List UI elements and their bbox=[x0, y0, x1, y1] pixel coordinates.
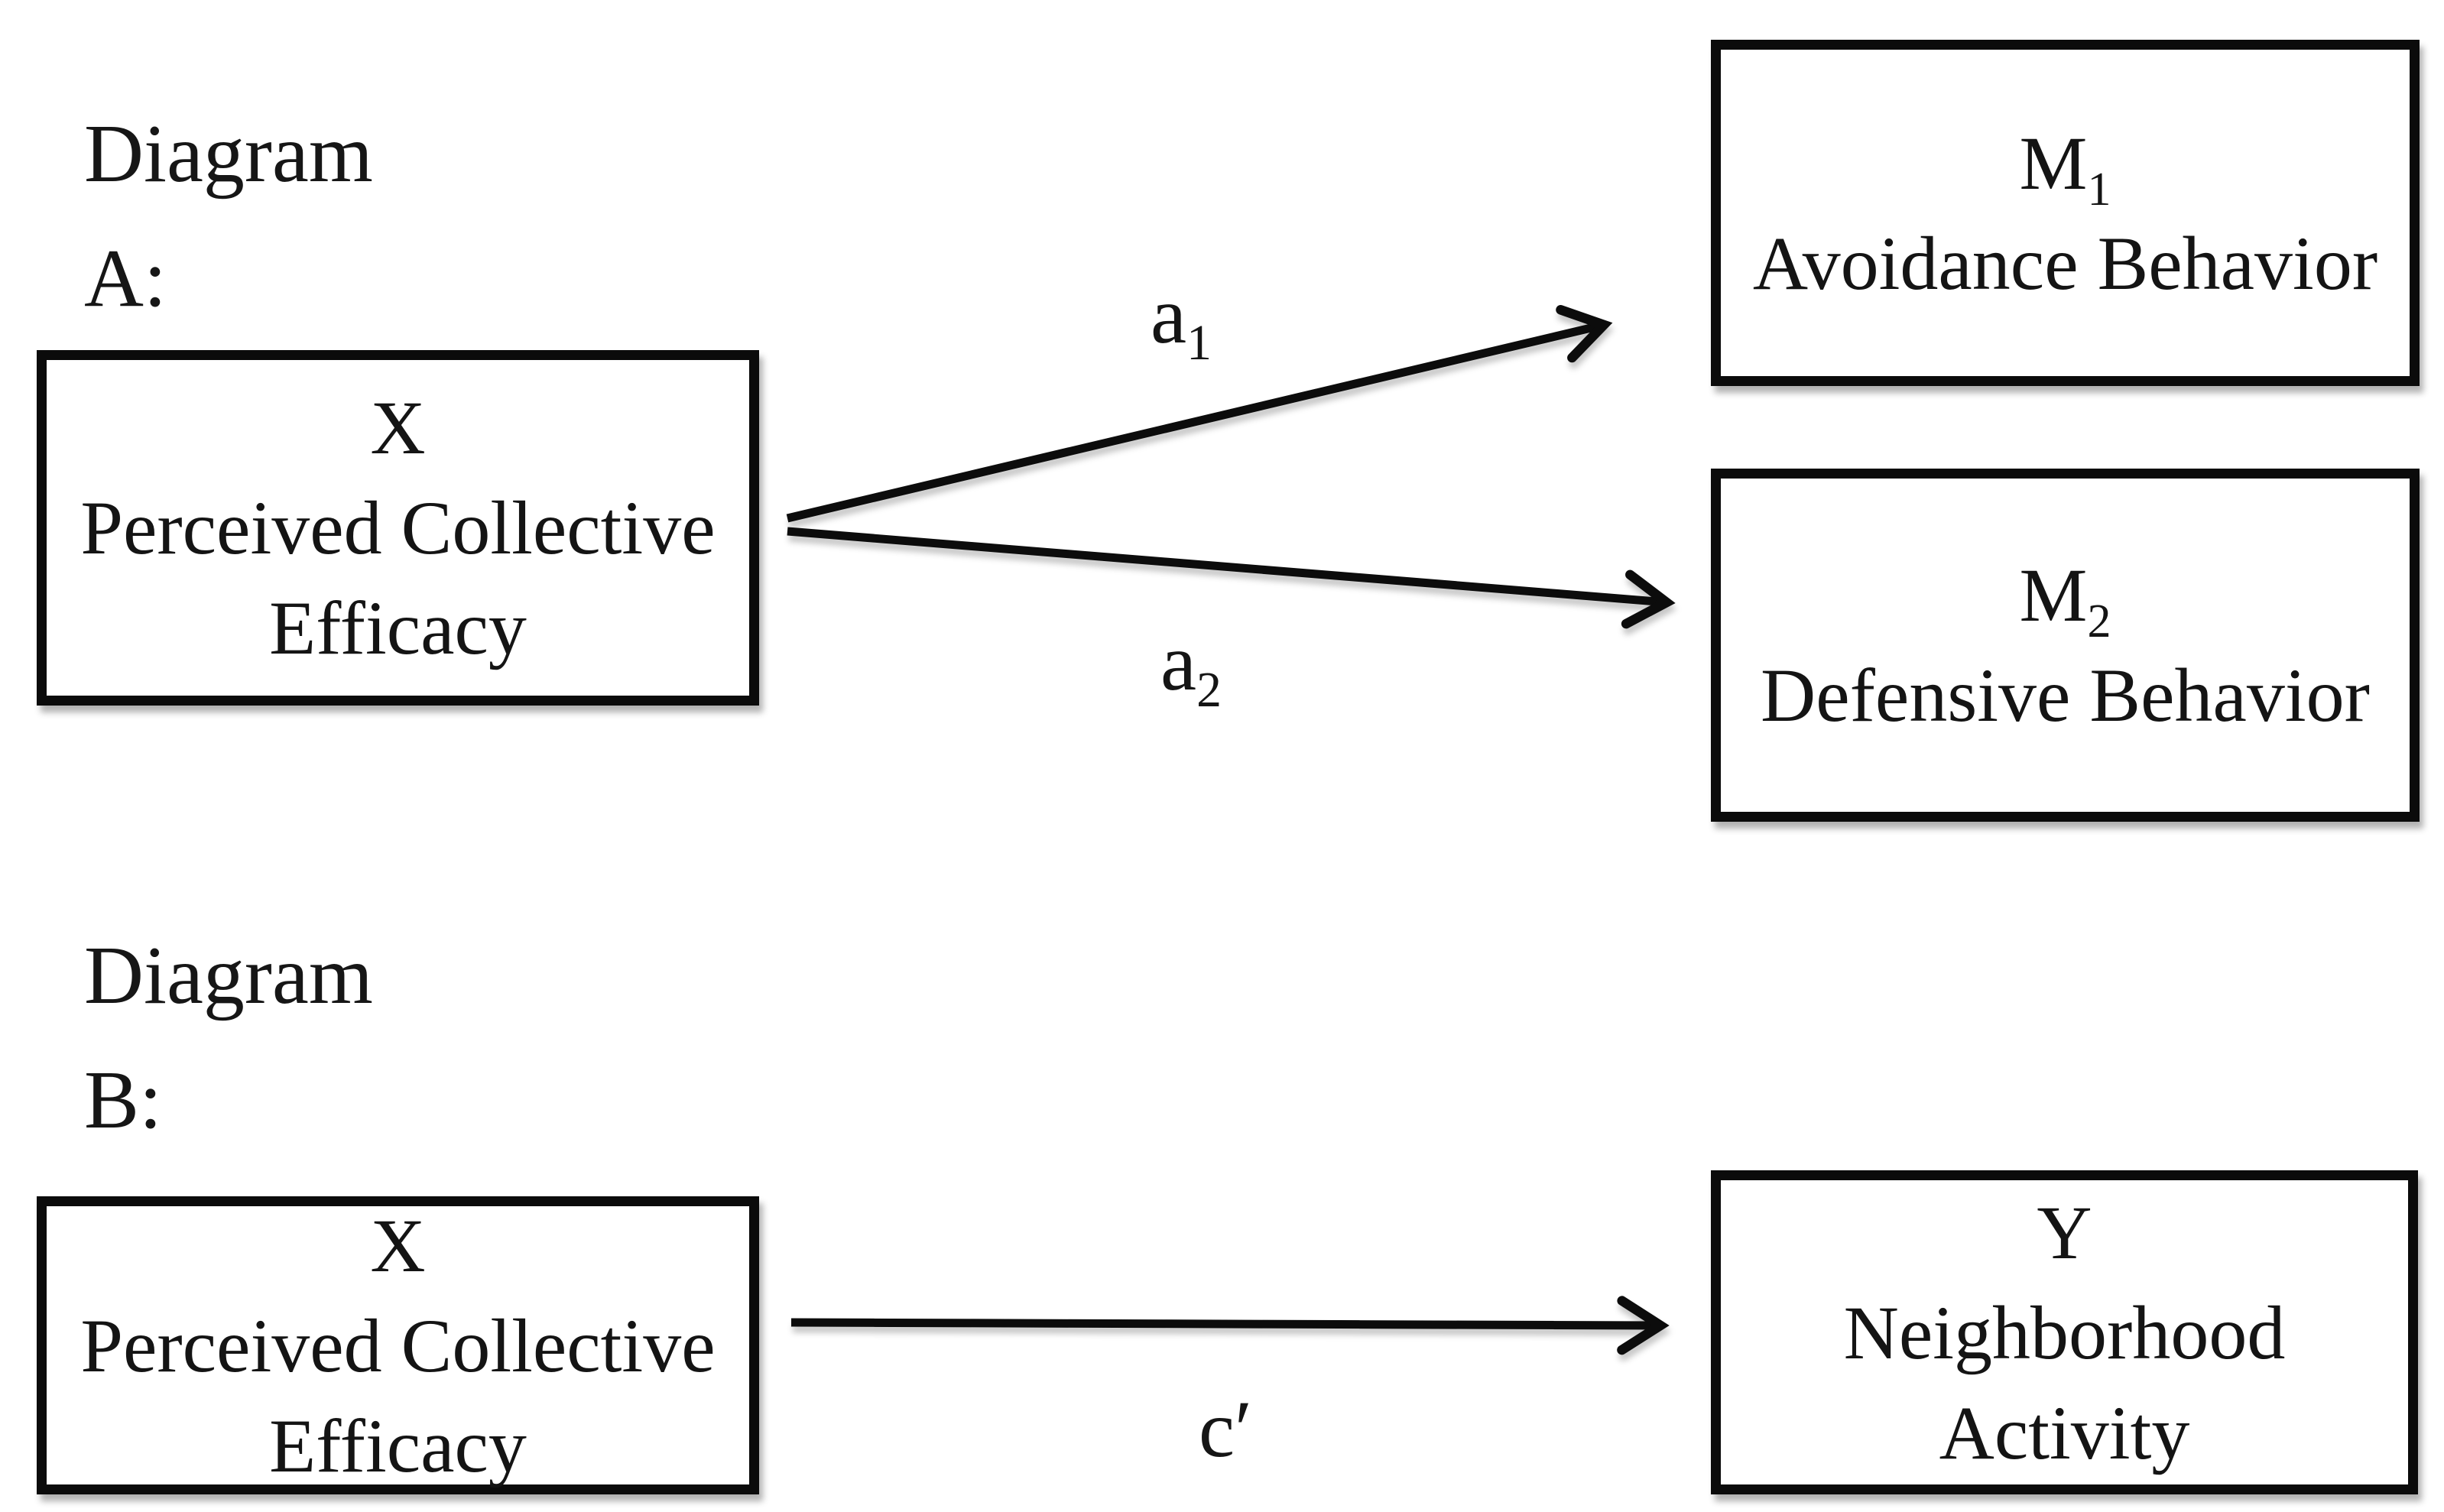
diagram-a-label-line1: Diagram bbox=[84, 109, 373, 200]
diagram-b-section-label: Diagram B: bbox=[84, 913, 373, 1163]
node-x-a-symbol: X bbox=[370, 385, 426, 470]
node-x-a-name-line2: Efficacy bbox=[269, 586, 527, 670]
node-m2-subscript: 2 bbox=[2087, 595, 2111, 647]
node-m1-letter: M bbox=[2019, 120, 2088, 206]
node-m1-symbol: M1 bbox=[2020, 113, 2111, 213]
node-y-name-line1: Neighborhood bbox=[1843, 1290, 2286, 1375]
node-x-b-symbol: X bbox=[370, 1202, 426, 1288]
diagram-a-section-label: Diagram A: bbox=[84, 92, 373, 341]
node-m2-letter: M bbox=[2019, 553, 2088, 638]
edge-a1-arrow bbox=[786, 304, 1613, 523]
node-m2-name: Defensive Behavior bbox=[1761, 653, 2370, 738]
node-m1-name: Avoidance Behavior bbox=[1752, 220, 2378, 306]
node-m2-symbol: M2 bbox=[2020, 545, 2111, 645]
path-a1-letter: a bbox=[1151, 271, 1187, 360]
node-y-neighborhood-activity: Y Neighborhood Activity bbox=[1711, 1170, 2418, 1494]
node-m1-subscript: 1 bbox=[2087, 163, 2111, 216]
path-label-a2: a2 bbox=[1160, 618, 1222, 715]
node-x-perceived-collective-efficacy-b: X Perceived Collective Efficacy bbox=[37, 1196, 759, 1494]
node-x-a-name-line1: Perceived Collective bbox=[80, 485, 716, 570]
edge-c-arrow bbox=[790, 1296, 1670, 1355]
node-x-b-name-line2: Efficacy bbox=[269, 1403, 527, 1488]
node-y-symbol: Y bbox=[2037, 1189, 2092, 1275]
path-a2-subscript: 2 bbox=[1196, 662, 1222, 719]
diagram-b-label-line1: Diagram bbox=[84, 930, 373, 1021]
path-label-c-prime: c′ bbox=[1199, 1384, 1253, 1474]
diagram-a-label-line2: A: bbox=[84, 233, 167, 324]
node-x-perceived-collective-efficacy-a: X Perceived Collective Efficacy bbox=[37, 350, 759, 706]
path-a2-letter: a bbox=[1160, 618, 1197, 707]
node-m2-defensive-behavior: M2 Defensive Behavior bbox=[1711, 469, 2420, 822]
diagram-b-label-line2: B: bbox=[84, 1055, 163, 1146]
path-label-a1: a1 bbox=[1151, 271, 1212, 368]
path-a1-subscript: 1 bbox=[1186, 315, 1212, 372]
node-y-name-line2: Activity bbox=[1939, 1390, 2190, 1475]
node-m1-avoidance-behavior: M1 Avoidance Behavior bbox=[1711, 40, 2420, 386]
edge-a2-arrow bbox=[787, 527, 1676, 629]
node-x-b-name-line1: Perceived Collective bbox=[80, 1303, 716, 1388]
